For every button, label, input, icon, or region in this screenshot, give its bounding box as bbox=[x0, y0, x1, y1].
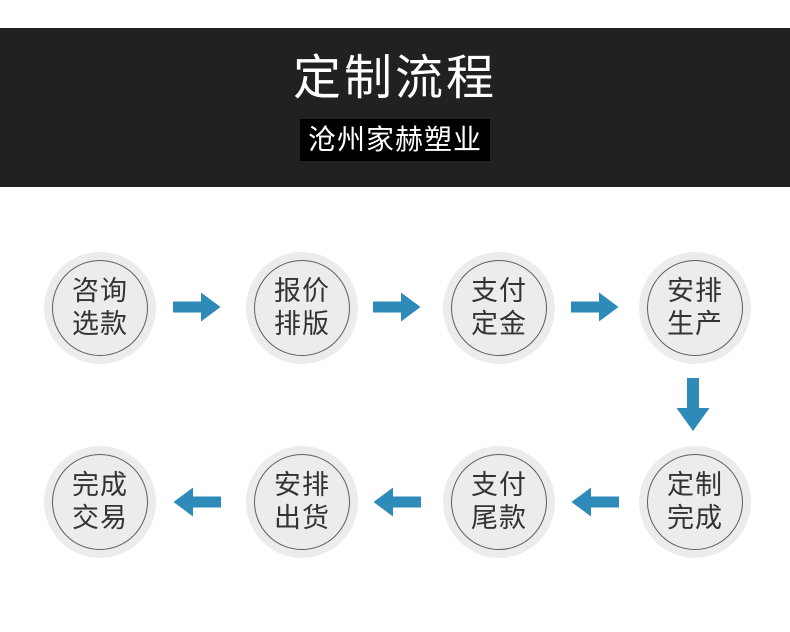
step-label: 尾款 bbox=[471, 503, 527, 533]
step-label: 排版 bbox=[274, 309, 330, 339]
step-label: 报价 bbox=[274, 276, 330, 306]
step-label: 支付 bbox=[471, 470, 527, 500]
step-ring: 安排 出货 bbox=[254, 454, 350, 550]
step-ring: 支付 定金 bbox=[451, 260, 547, 356]
step-label: 选款 bbox=[72, 309, 128, 339]
step-label: 安排 bbox=[274, 470, 330, 500]
step-arrange-shipment: 安排 出货 bbox=[246, 446, 358, 558]
step-label: 出货 bbox=[274, 503, 330, 533]
step-quote-layout: 报价 排版 bbox=[246, 252, 358, 364]
step-pay-deposit: 支付 定金 bbox=[443, 252, 555, 364]
step-ring: 定制 完成 bbox=[647, 454, 743, 550]
step-label: 安排 bbox=[667, 276, 723, 306]
page-title: 定制流程 bbox=[292, 51, 497, 105]
arrow-left-icon bbox=[571, 487, 619, 517]
arrow-down-icon bbox=[676, 378, 710, 431]
step-ring: 报价 排版 bbox=[254, 260, 350, 356]
step-label: 定制 bbox=[667, 470, 723, 500]
step-complete-transaction: 完成 交易 bbox=[44, 446, 156, 558]
step-label: 完成 bbox=[72, 470, 128, 500]
arrow-right-icon bbox=[173, 292, 221, 322]
step-ring: 支付 尾款 bbox=[451, 454, 547, 550]
company-name-badge: 沧州家赫塑业 bbox=[299, 119, 490, 162]
arrow-right-icon bbox=[571, 292, 619, 322]
step-ring: 完成 交易 bbox=[52, 454, 148, 550]
step-label: 支付 bbox=[471, 276, 527, 306]
step-arrange-production: 安排 生产 bbox=[639, 252, 751, 364]
step-ring: 咨询 选款 bbox=[52, 260, 148, 356]
arrow-left-icon bbox=[373, 487, 421, 517]
arrow-right-icon bbox=[373, 292, 421, 322]
step-customization-complete: 定制 完成 bbox=[639, 446, 751, 558]
step-label: 定金 bbox=[471, 309, 527, 339]
step-consult-select: 咨询 选款 bbox=[44, 252, 156, 364]
step-label: 生产 bbox=[667, 309, 723, 339]
arrow-left-icon bbox=[173, 487, 221, 517]
step-pay-balance: 支付 尾款 bbox=[443, 446, 555, 558]
step-ring: 安排 生产 bbox=[647, 260, 743, 356]
step-label: 完成 bbox=[667, 503, 723, 533]
step-label: 咨询 bbox=[72, 276, 128, 306]
step-label: 交易 bbox=[72, 503, 128, 533]
header-banner: 定制流程 沧州家赫塑业 bbox=[0, 28, 790, 187]
